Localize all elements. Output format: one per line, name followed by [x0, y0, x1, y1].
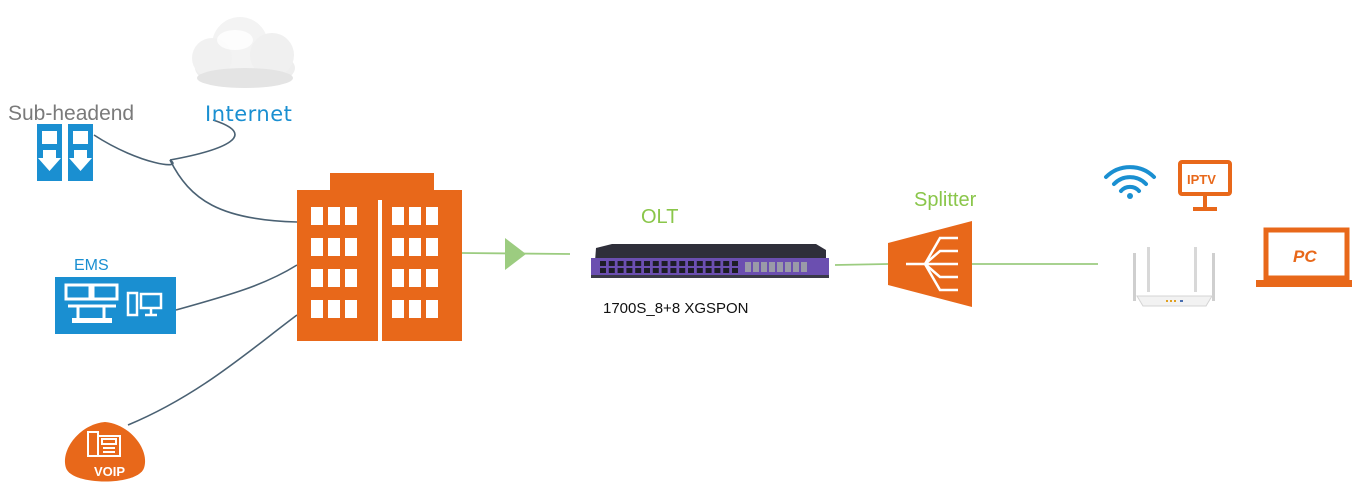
- cable-internet: [169, 119, 236, 161]
- internet-label: Internet: [205, 102, 293, 126]
- management-station-icon: [55, 277, 176, 334]
- pc-label: PC: [1293, 247, 1317, 266]
- phone-icon: [87, 431, 121, 457]
- iptv-label: IPTV: [1187, 172, 1216, 187]
- play-arrow-icon: [505, 238, 526, 270]
- cable-subheadend: [93, 134, 174, 166]
- cable-voip: [127, 314, 298, 426]
- splitter-icon: [888, 221, 972, 307]
- splitter-label: Splitter: [914, 189, 977, 211]
- sub-headend-label: Sub-headend: [8, 102, 135, 125]
- cloud-icon: [192, 17, 295, 88]
- router-icon: [1133, 247, 1215, 307]
- voip-label: VOIP: [94, 464, 125, 479]
- olt-label: OLT: [641, 206, 679, 228]
- wifi-icon: [1104, 165, 1156, 199]
- olt-model-label: 1700S_8+8 XGSPON: [603, 300, 749, 317]
- ems-label: EMS: [74, 257, 109, 274]
- tv-icon: [1178, 160, 1232, 211]
- link-olt-splitter: [834, 263, 889, 266]
- cable-ems: [175, 264, 298, 311]
- building-icon: [297, 173, 462, 341]
- voip-badge: [64, 422, 146, 482]
- cables: [93, 119, 298, 426]
- cable-to-building: [169, 159, 298, 223]
- olt-device-icon: [591, 244, 829, 278]
- laptop-icon: [1256, 227, 1352, 287]
- server-rack-icon: [37, 124, 93, 181]
